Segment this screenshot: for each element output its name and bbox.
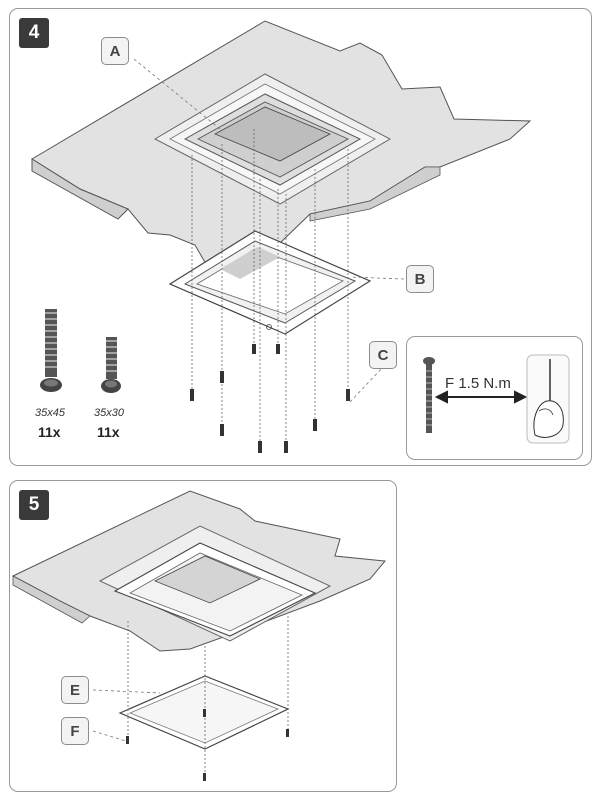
screw-short-icon <box>101 337 121 393</box>
screw-short-count: 11x <box>97 424 120 440</box>
callout-c: C <box>369 341 397 369</box>
inner-trim-frame <box>168 230 372 335</box>
leader-c <box>347 364 386 405</box>
step-5-illustration <box>11 490 386 781</box>
cover-screws <box>126 709 289 781</box>
callout-e: E <box>61 676 89 704</box>
step-5-badge: 5 <box>19 490 49 520</box>
leader-a <box>133 58 221 130</box>
screw-long-icon <box>40 309 62 392</box>
torque-value: F 1.5 N.m <box>445 375 511 392</box>
leader-f <box>92 730 127 742</box>
skylight-assembly <box>98 525 332 642</box>
screw-icon <box>423 357 435 433</box>
screw-long-size: 35x45 <box>35 407 65 419</box>
callout-b: B <box>406 265 434 293</box>
step-5-panel: 5 E F <box>9 480 397 792</box>
callout-a: A <box>101 37 129 65</box>
torque-detail-box: F 1.5 N.m <box>406 336 583 460</box>
screw-long-count: 11x <box>38 424 61 440</box>
callout-f: F <box>61 717 89 745</box>
skylight-frame <box>153 73 392 205</box>
hand-screwdriver-icon <box>526 354 570 444</box>
leader-e <box>92 689 161 694</box>
double-arrow-icon <box>434 390 528 404</box>
step-4-illustration <box>31 20 532 453</box>
step-4-badge: 4 <box>19 18 49 48</box>
mounting-screws <box>190 344 350 453</box>
step-4-panel: 4 <box>9 8 592 466</box>
screw-short-size: 35x30 <box>94 407 124 419</box>
